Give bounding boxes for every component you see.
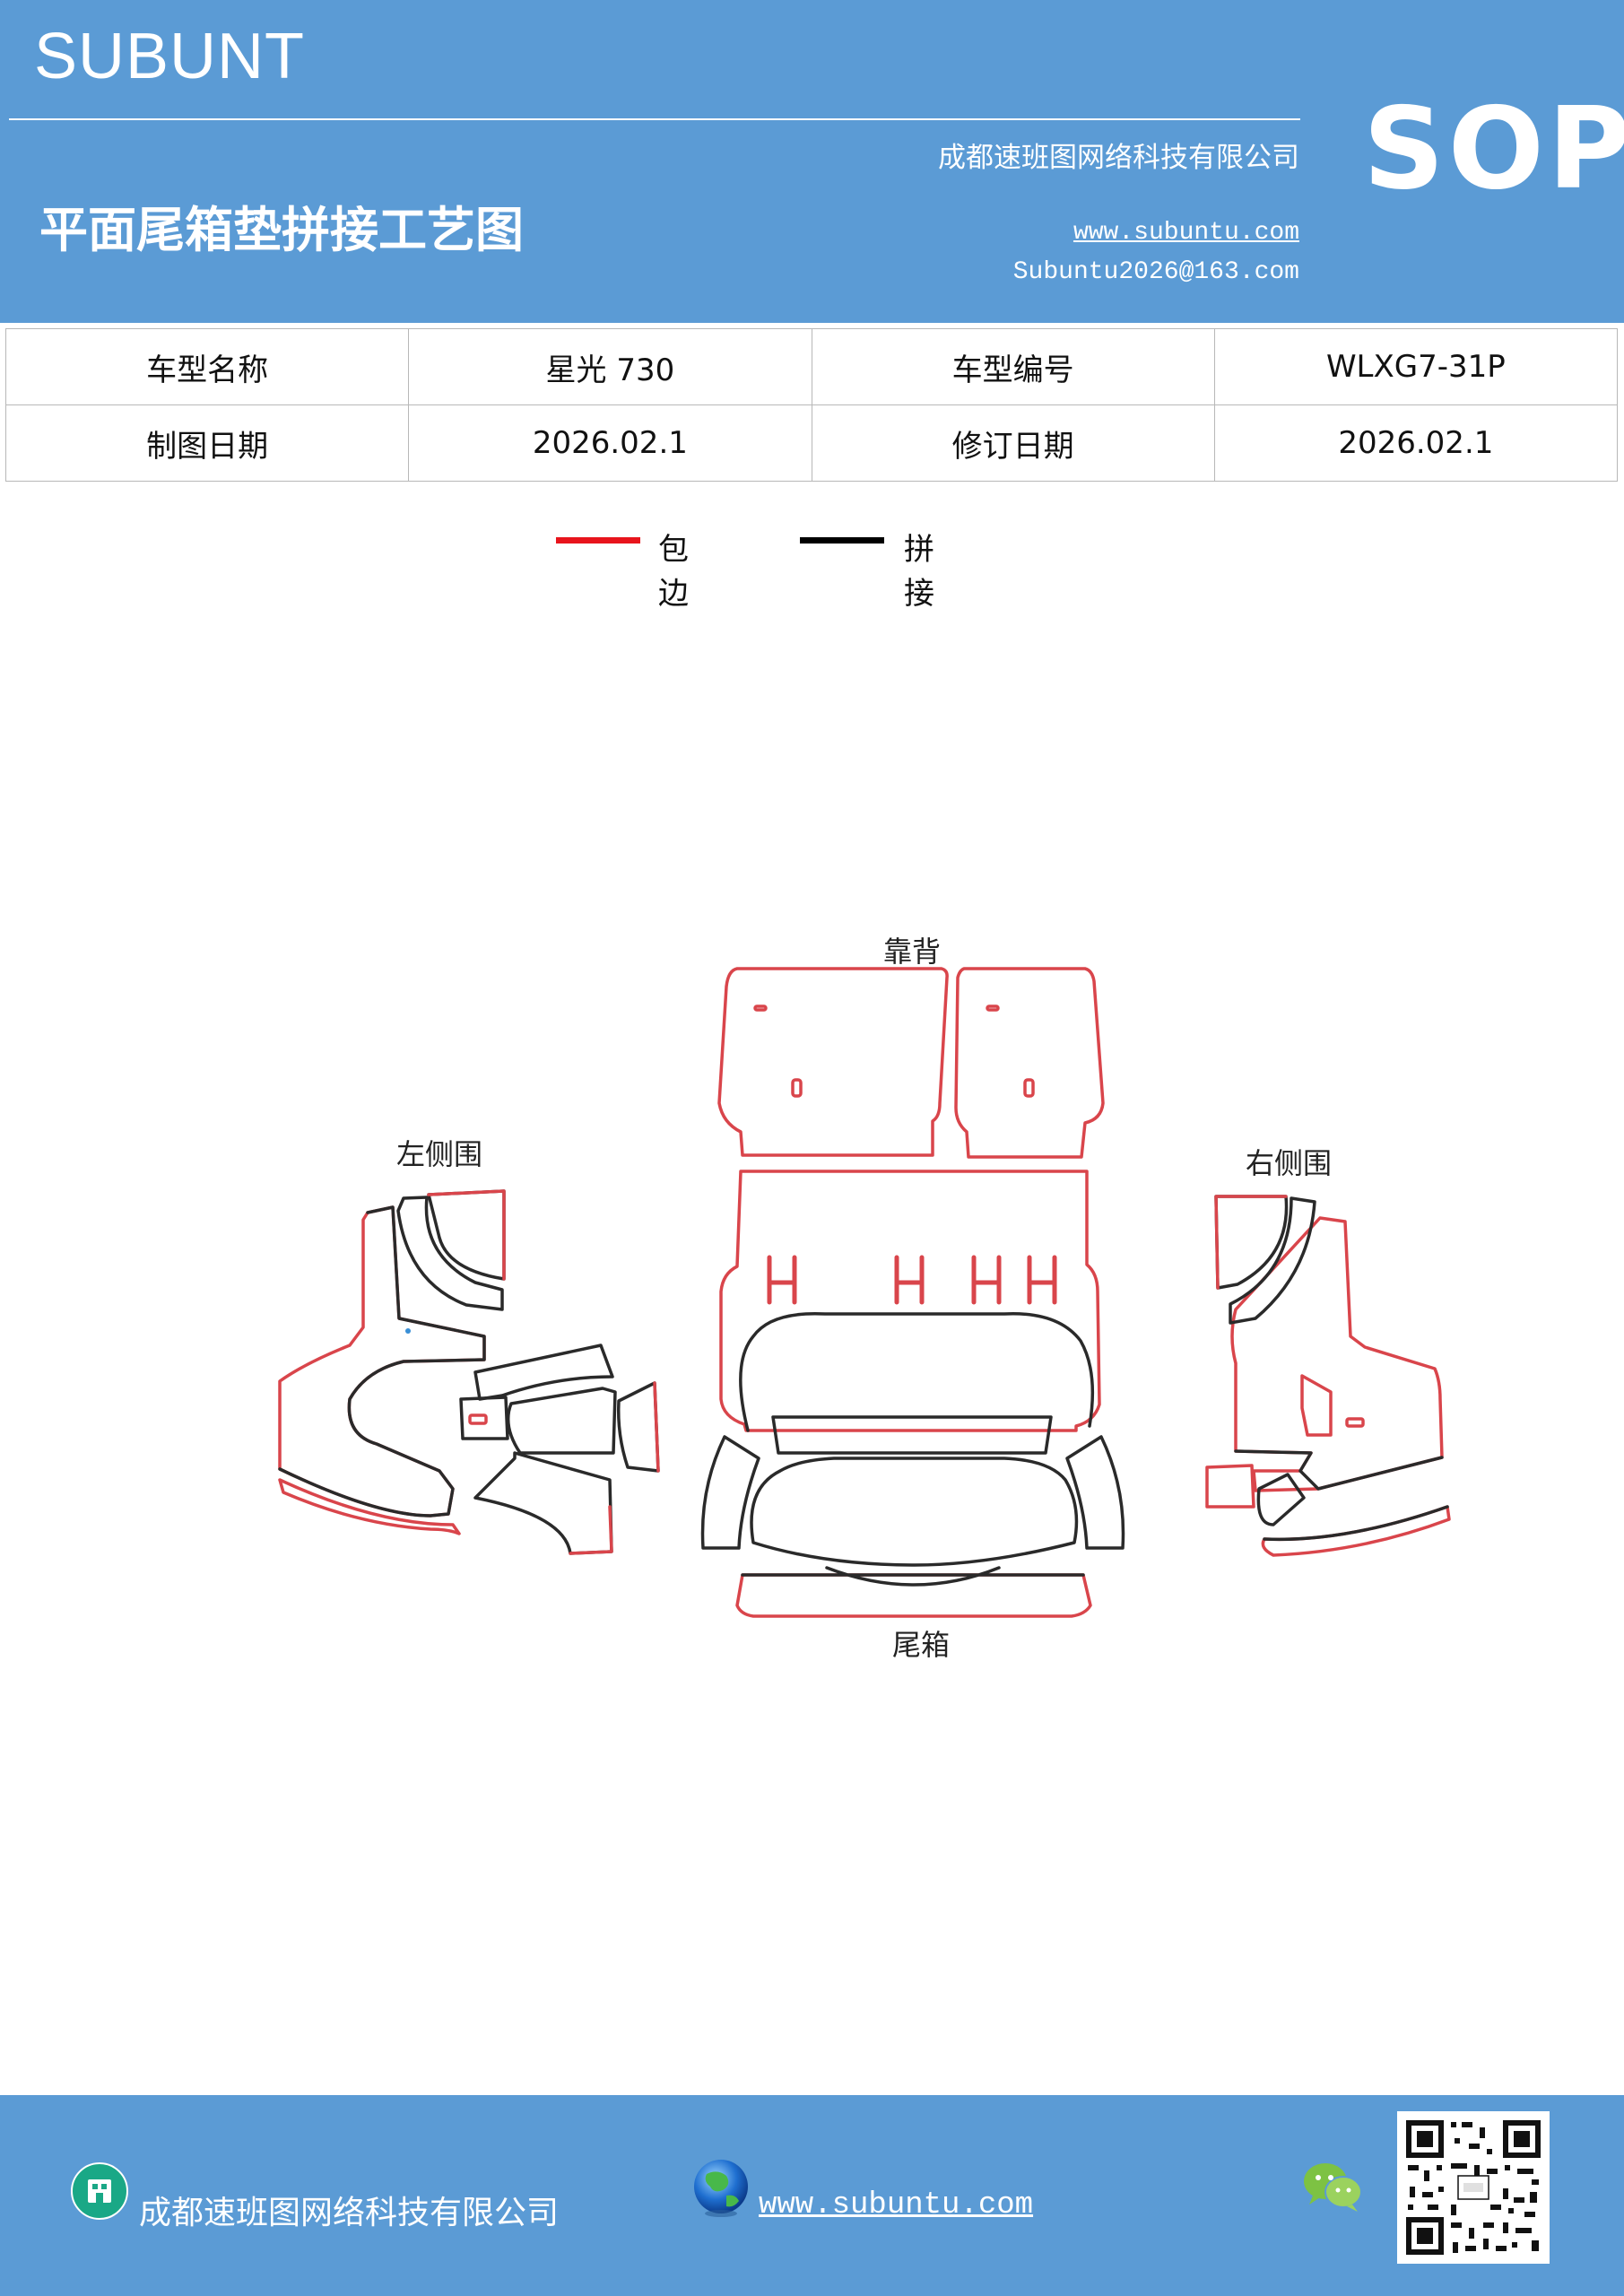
- header-website-link[interactable]: www.subuntu.com: [1073, 219, 1299, 247]
- backrest-right-panel: [954, 967, 1105, 1159]
- brand-name: SUBUNT: [34, 21, 306, 92]
- trunk-lower-panel: [750, 1457, 1079, 1567]
- left-side-lower-piece: [473, 1451, 613, 1555]
- right-side-tab: [1205, 1464, 1255, 1509]
- left-side-wing: [473, 1344, 614, 1401]
- legend-label-seam: 拼接: [904, 532, 934, 612]
- left-side-right-flap-edge: [653, 1381, 660, 1473]
- left-side-mid-piece: [506, 1387, 617, 1455]
- right-side-bottom-strip-seam: [1263, 1505, 1449, 1542]
- legend-label-edge: 包边: [658, 532, 689, 612]
- trunk-left-wing: [700, 1435, 760, 1550]
- table-row: 车型名称 星光 730 车型编号 WLXG7-31P: [4, 328, 1619, 405]
- trunk-sill-strip-seam: [741, 1566, 1085, 1587]
- trunk-label: 尾箱: [892, 1628, 950, 1662]
- left-side-strip: [396, 1196, 504, 1311]
- trunk-main-panel: [719, 1170, 1101, 1432]
- seam-h-mark: [1027, 1255, 1057, 1305]
- header-banner: SUBUNT 成都速班图网络科技有限公司 平面尾箱垫拼接工艺图 www.subu…: [0, 0, 1624, 323]
- mat-splicing-diagram: 靠背 左侧围 右侧围 尾箱: [278, 935, 1451, 1662]
- trunk-spare-well: [739, 1311, 1095, 1432]
- right-side-bracket: [1256, 1473, 1306, 1526]
- left-side-lower-piece-edge: [569, 1505, 613, 1555]
- backrest-slot: [1023, 1078, 1035, 1098]
- left-side-upper-flap: [427, 1189, 506, 1281]
- vehicle-info-table: 车型名称 星光 730 车型编号 WLXG7-31P 制图日期 2026.02.…: [4, 328, 1619, 482]
- left-side-upper-flap-edge: [427, 1189, 506, 1281]
- qr-code: [1397, 2111, 1550, 2264]
- trunk-sill-strip: [735, 1573, 1092, 1618]
- model-name-label: 车型名称: [4, 328, 410, 405]
- left-side-right-flap: [616, 1381, 660, 1473]
- drawing-date-label: 制图日期: [4, 404, 410, 482]
- right-side-slot: [1345, 1417, 1365, 1428]
- left-side-inner-seam: [278, 1205, 486, 1518]
- right-side-panels: [1205, 1195, 1451, 1557]
- right-side-bay: [1300, 1374, 1333, 1437]
- right-side-main: [1230, 1216, 1444, 1492]
- left-side-bottom-strip: [278, 1478, 461, 1535]
- sop-badge: SOP: [1363, 83, 1624, 214]
- legend-swatch-edge: [556, 537, 640, 544]
- trunk-divider: [771, 1415, 1053, 1455]
- qr-code-pattern: [1406, 2120, 1541, 2255]
- backrest-slot: [791, 1078, 803, 1098]
- header-email: Subuntu2026@163.com: [1012, 258, 1299, 286]
- marker-dot: [405, 1328, 411, 1334]
- footer-website-link[interactable]: www.subuntu.com: [759, 2188, 1034, 2222]
- trunk-floor: [700, 1170, 1125, 1618]
- model-code-value: WLXG7-31P: [1213, 328, 1619, 405]
- table-row: 制图日期 2026.02.1 修订日期 2026.02.1: [4, 404, 1619, 482]
- left-side-slot: [468, 1413, 488, 1425]
- revision-date-label: 修订日期: [811, 404, 1215, 482]
- legend-swatch-seam: [800, 537, 884, 544]
- revision-date-value: 2026.02.1: [1213, 404, 1619, 482]
- right-side-upper-flap-edge: [1214, 1195, 1288, 1290]
- building-icon: [71, 2162, 128, 2220]
- backrest-left-panel: [717, 967, 949, 1157]
- header-divider: [9, 118, 1300, 120]
- right-side-label: 右侧围: [1246, 1146, 1332, 1180]
- left-side-panels: [278, 1189, 660, 1555]
- backrest-panels: [717, 967, 1105, 1159]
- backrest-slot: [986, 1004, 1000, 1012]
- backrest-slot: [753, 1004, 768, 1012]
- header-company: 成都速班图网络科技有限公司: [938, 142, 1299, 174]
- right-side-strip: [1229, 1196, 1316, 1325]
- drawing-date-value: 2026.02.1: [408, 404, 812, 482]
- footer-company: 成都速班图网络科技有限公司: [139, 2195, 560, 2231]
- left-side-tab: [459, 1396, 509, 1440]
- model-name-value: 星光 730: [408, 328, 812, 405]
- right-side-upper-flap: [1214, 1195, 1289, 1290]
- trunk-right-wing: [1065, 1435, 1125, 1550]
- globe-icon: [694, 2160, 748, 2217]
- wechat-icon[interactable]: [1302, 2160, 1365, 2213]
- seam-h-mark: [894, 1255, 925, 1305]
- backrest-label: 靠背: [883, 935, 941, 969]
- document-title: 平面尾箱垫拼接工艺图: [39, 202, 524, 258]
- seam-h-mark: [971, 1255, 1002, 1305]
- seam-h-mark: [767, 1255, 797, 1305]
- model-code-label: 车型编号: [811, 328, 1215, 405]
- right-side-inner-seam: [1234, 1449, 1444, 1491]
- footer-banner: 成都速班图网络科技有限公司 www.subuntu.com: [0, 2095, 1624, 2296]
- left-side-label: 左侧围: [396, 1137, 482, 1171]
